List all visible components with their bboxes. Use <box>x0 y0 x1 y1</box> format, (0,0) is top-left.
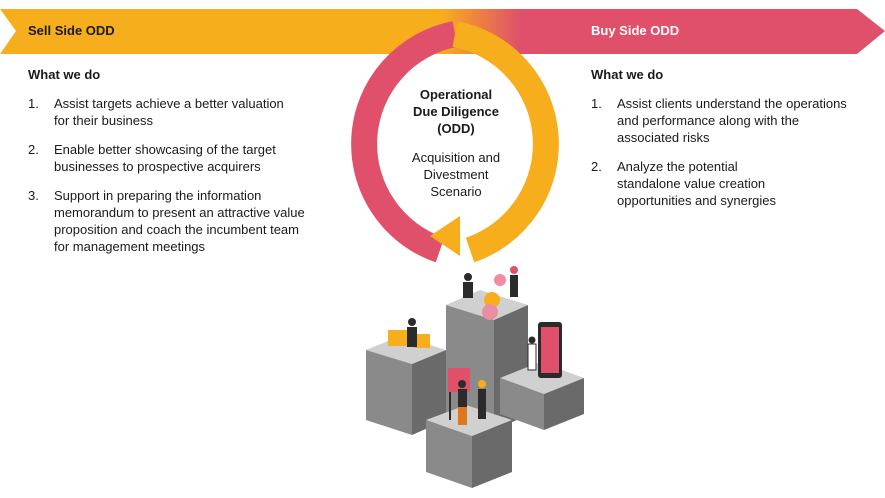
list-number: 2. <box>28 142 39 157</box>
odd-loop-arrowhead <box>430 216 460 256</box>
list-line: businesses to prospective acquirers <box>54 159 261 174</box>
list-line: opportunities and synergies <box>617 193 776 208</box>
list-number: 1. <box>28 96 39 111</box>
list-line: Assist clients understand the operations <box>617 96 847 111</box>
list-line: Analyze the potential <box>617 159 738 174</box>
odd-loop-pink-arc <box>351 21 458 263</box>
list-number: 3. <box>28 188 39 203</box>
list-number: 1. <box>591 96 602 111</box>
sell-side-label: Sell Side ODD <box>28 23 115 38</box>
center-subtitle-line: Acquisition and <box>411 150 501 165</box>
center-title: Operational Due Diligence (ODD) <box>391 86 521 137</box>
isometric-illustration <box>366 266 584 488</box>
buy-side-heading: What we do <box>591 67 664 82</box>
list-line: standalone value creation <box>617 176 766 191</box>
list-item: 2. Enable better showcasing of the targe… <box>28 141 328 175</box>
center-text: Operational Due Diligence (ODD) Acquisit… <box>391 86 521 200</box>
buy-side-section: What we do 1. Assist clients understand … <box>591 66 871 221</box>
list-line: and performance along with the <box>617 113 800 128</box>
buy-side-label: Buy Side ODD <box>591 23 680 38</box>
list-item: 1. Assist targets achieve a better valua… <box>28 95 328 129</box>
list-number: 2. <box>591 159 602 174</box>
list-line: Enable better showcasing of the target <box>54 142 276 157</box>
sell-side-arrow-banner <box>0 9 520 54</box>
center-subtitle: Acquisition and Divestment Scenario <box>391 149 521 200</box>
buy-side-list: 1. Assist clients understand the operati… <box>591 95 871 209</box>
list-line: associated risks <box>617 130 710 145</box>
buy-side-arrow-banner <box>440 9 885 54</box>
list-line: proposition and coach the incumbent team <box>54 222 299 237</box>
sell-side-section: What we do 1. Assist targets achieve a b… <box>28 66 328 267</box>
sell-side-heading: What we do <box>28 67 101 82</box>
list-line: for their business <box>54 113 153 128</box>
center-title-line: (ODD) <box>437 121 475 136</box>
center-title-line: Due Diligence <box>413 104 499 119</box>
list-line: Assist targets achieve a better valuatio… <box>54 96 284 111</box>
center-title-line: Operational <box>419 87 493 102</box>
list-line: for management meetings <box>54 239 206 254</box>
list-item: 1. Assist clients understand the operati… <box>591 95 871 146</box>
list-item: 3. Support in preparing the information … <box>28 187 328 255</box>
list-line: Support in preparing the information <box>54 188 262 203</box>
sell-side-list: 1. Assist targets achieve a better valua… <box>28 95 328 255</box>
list-item: 2. Analyze the potential standalone valu… <box>591 158 871 209</box>
odd-loop-yellow-arc <box>452 21 559 263</box>
list-line: memorandum to present an attractive valu… <box>54 205 305 220</box>
center-subtitle-line: Scenario <box>430 184 482 199</box>
center-subtitle-line: Divestment <box>423 167 489 182</box>
